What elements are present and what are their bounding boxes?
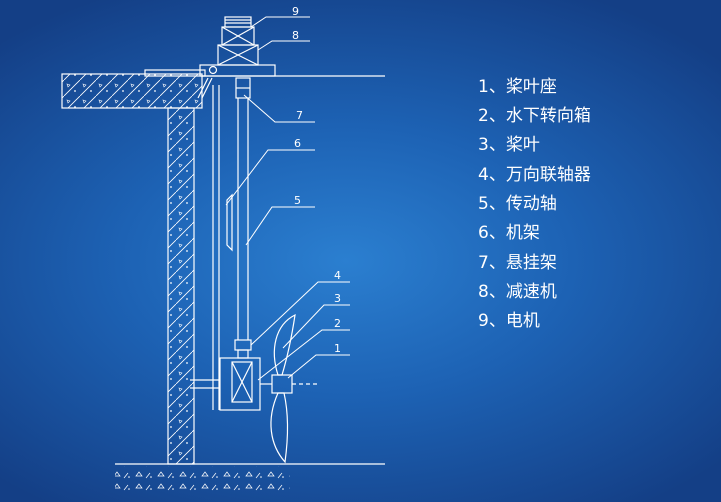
drive-shaft	[237, 98, 249, 340]
mounting-plate	[197, 64, 276, 99]
reducer	[217, 44, 259, 66]
legend-item-5: 5、传动轴	[478, 194, 557, 214]
callout-4: 4	[334, 269, 341, 282]
pool-bottom	[115, 463, 385, 492]
callout-9: 9	[292, 5, 299, 18]
legend-item-2: 2、水下转向箱	[478, 106, 591, 126]
legend-item-9: 9、电机	[478, 311, 540, 331]
callout-8: 8	[292, 29, 299, 42]
motor	[221, 16, 255, 46]
callout-7: 7	[296, 109, 303, 122]
callout-numbers: 9 8 7 6 5 4 3 2 1	[292, 5, 341, 355]
callout-5: 5	[294, 194, 301, 207]
suspension-bracket	[235, 77, 251, 99]
legend-item-3: 3、桨叶	[478, 135, 540, 155]
leader-lines	[225, 16, 350, 381]
callout-1: 1	[334, 342, 341, 355]
universal-coupling	[234, 339, 252, 359]
frame	[212, 85, 233, 410]
legend-item-6: 6、机架	[478, 223, 540, 243]
callout-3: 3	[334, 292, 341, 305]
legend-item-7: 7、悬挂架	[478, 253, 557, 273]
underwater-gearbox	[190, 357, 261, 411]
callout-6: 6	[294, 137, 301, 150]
legend: 1、桨叶座 2、水下转向箱 3、桨叶 4、万向联轴器 5、传动轴 6、机架 7、…	[478, 77, 591, 331]
legend-item-8: 8、减速机	[478, 282, 557, 302]
callout-2: 2	[334, 317, 341, 330]
legend-item-1: 1、桨叶座	[478, 77, 557, 97]
pool-wall	[167, 107, 195, 465]
legend-item-4: 4、万向联轴器	[478, 165, 591, 185]
blade-assembly	[260, 313, 318, 464]
